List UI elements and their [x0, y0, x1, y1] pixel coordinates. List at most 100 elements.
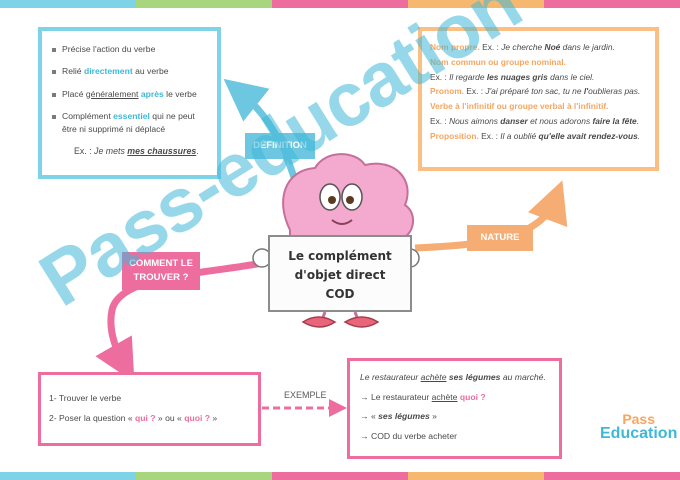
title-line: d'objet direct — [294, 268, 386, 283]
example-cod: Noé — [544, 42, 561, 52]
how-arrow — [95, 258, 269, 383]
definition-item: Complément essentiel qui ne peut être ni… — [52, 110, 209, 137]
definition-label: DÉFINITION — [245, 133, 315, 159]
question-what: quoi ? — [184, 413, 210, 423]
example-text: dans le jardin. — [560, 42, 615, 52]
example-cod: mes chaussures — [127, 145, 197, 156]
example-label: Ex. : — [74, 145, 95, 156]
step-line: 1- Trouver le verbe — [49, 393, 250, 403]
example-text: J'ai préparé ton sac, tu ne — [485, 86, 584, 97]
example-label: Ex. : — [478, 130, 501, 141]
stripe-segment — [544, 472, 680, 480]
example-line: Le restaurateur achète ses légumes au ma… — [360, 372, 549, 382]
example-text: COD du verbe acheter — [370, 430, 457, 441]
definition-text: au verbe — [132, 66, 169, 77]
example-text: . — [637, 130, 641, 141]
example-line: → COD du verbe acheter — [360, 431, 549, 441]
stripe-segment — [544, 0, 680, 8]
example-line: → Le restaurateur achète quoi ? — [360, 392, 549, 402]
step-text: » — [209, 413, 218, 423]
definition-item: Précise l'action du verbe — [52, 43, 209, 56]
stripe-segment — [408, 0, 544, 8]
top-stripe — [0, 0, 680, 8]
central-title-card: Le complément d'objet direct COD — [268, 235, 412, 312]
example-cod: qu'elle avait rendez-vous — [538, 130, 638, 141]
pass-education-logo: Pass Education — [600, 412, 678, 443]
example-cod: ses légumes — [378, 411, 430, 421]
step-line: 2- Poser la question « qui ? » ou « quoi… — [49, 413, 250, 423]
example-cod: les nuages gris — [486, 71, 548, 82]
brain-mascot — [252, 153, 420, 328]
nature-tag: NATURE — [467, 225, 533, 251]
question-what: quoi ? — [457, 391, 486, 402]
example-text: Je mets — [94, 145, 128, 156]
nature-line: Ex. : Nous aimons danser et nous adorons… — [430, 117, 647, 126]
stripe-segment — [0, 0, 136, 8]
example-cod: danser — [500, 116, 528, 127]
example-text: dans le ciel. — [547, 71, 595, 82]
definition-text: Placé — [62, 88, 86, 99]
nature-line: Verbe à l'infinitif ou groupe verbal à l… — [430, 102, 647, 111]
definition-example: Ex. : Je mets mes chaussures. — [74, 146, 209, 156]
how-to-find-label: COMMENT LE TROUVER ? — [122, 252, 200, 290]
underlined-text: généralement — [85, 88, 139, 99]
nature-line: Nom commun ou groupe nominal. — [430, 56, 647, 67]
example-text: Le restaurateur — [360, 372, 421, 382]
example-text: Le restaurateur — [370, 391, 432, 402]
highlight-text: après — [138, 88, 164, 99]
stripe-segment — [272, 0, 408, 8]
example-text: Je cherche — [501, 42, 545, 52]
highlight-text: directement — [83, 66, 133, 77]
stripe-segment — [136, 472, 272, 480]
arrow-glyph: → « — [360, 411, 379, 421]
nature-label: Pronom. — [430, 86, 464, 97]
title-line: Le complément — [288, 249, 392, 263]
example-label: Ex. : — [430, 71, 450, 82]
example-text: . — [196, 145, 199, 156]
example-text: . — [636, 116, 640, 127]
definition-box: Précise l'action du verbe Relié directem… — [38, 27, 221, 179]
arrow-glyph: → — [360, 430, 371, 441]
how-to-find-box: 1- Trouver le verbe 2- Poser la question… — [38, 372, 261, 446]
bottom-stripe — [0, 472, 680, 480]
definition-text: Relié — [62, 66, 84, 77]
example-label: Ex. : — [479, 42, 502, 52]
nature-label: Nom commun ou groupe nominal. — [430, 56, 566, 67]
nature-label: Nom propre. — [430, 42, 480, 52]
definition-text: Complément — [62, 110, 114, 121]
arrow-glyph: → — [360, 391, 371, 402]
title-line: COD — [325, 287, 355, 302]
stripe-segment — [408, 472, 544, 480]
nature-label: Proposition. — [430, 130, 479, 141]
example-text: » — [429, 411, 437, 421]
highlight-text: essentiel — [113, 110, 150, 121]
nature-label: Verbe à l'infinitif ou groupe verbal à l… — [430, 101, 609, 112]
step-text: » ou « — [155, 413, 185, 423]
step-text: 1- Trouver le verbe — [49, 393, 122, 403]
example-text: Nous aimons — [449, 116, 501, 127]
example-text: et nous adorons — [527, 116, 593, 127]
nature-line: Pronom. Ex. : J'ai préparé ton sac, tu n… — [430, 87, 647, 96]
example-box: Le restaurateur achète ses légumes au ma… — [347, 358, 562, 459]
definition-item: Relié directement au verbe — [52, 65, 209, 78]
example-label: Ex. : — [430, 116, 450, 127]
example-verb: achète — [420, 372, 447, 382]
definition-list: Précise l'action du verbe Relié directem… — [52, 43, 209, 137]
definition-text: le verbe — [163, 88, 197, 99]
example-text: Il a oublié — [500, 130, 539, 141]
how-label-line: COMMENT LE — [129, 258, 193, 269]
nature-line: Ex. : Il regarde les nuages gris dans le… — [430, 71, 647, 82]
exemple-label: EXEMPLE — [284, 390, 327, 400]
logo-line: Education — [600, 425, 678, 443]
step-text: 2- Poser la question « — [49, 413, 135, 423]
definition-text: qui ne peut être ni supprimé ni déplacé — [62, 110, 195, 135]
stripe-segment — [272, 472, 408, 480]
definition-text: Précise l'action du verbe — [62, 44, 156, 54]
stripe-segment — [0, 472, 136, 480]
example-text: oublieras pas. — [588, 86, 641, 97]
nature-line: Proposition. Ex. : Il a oublié qu'elle a… — [430, 130, 647, 141]
question-who: qui ? — [135, 413, 156, 423]
definition-item: Placé généralement après le verbe — [52, 88, 209, 101]
example-label: Ex. : — [463, 86, 486, 97]
